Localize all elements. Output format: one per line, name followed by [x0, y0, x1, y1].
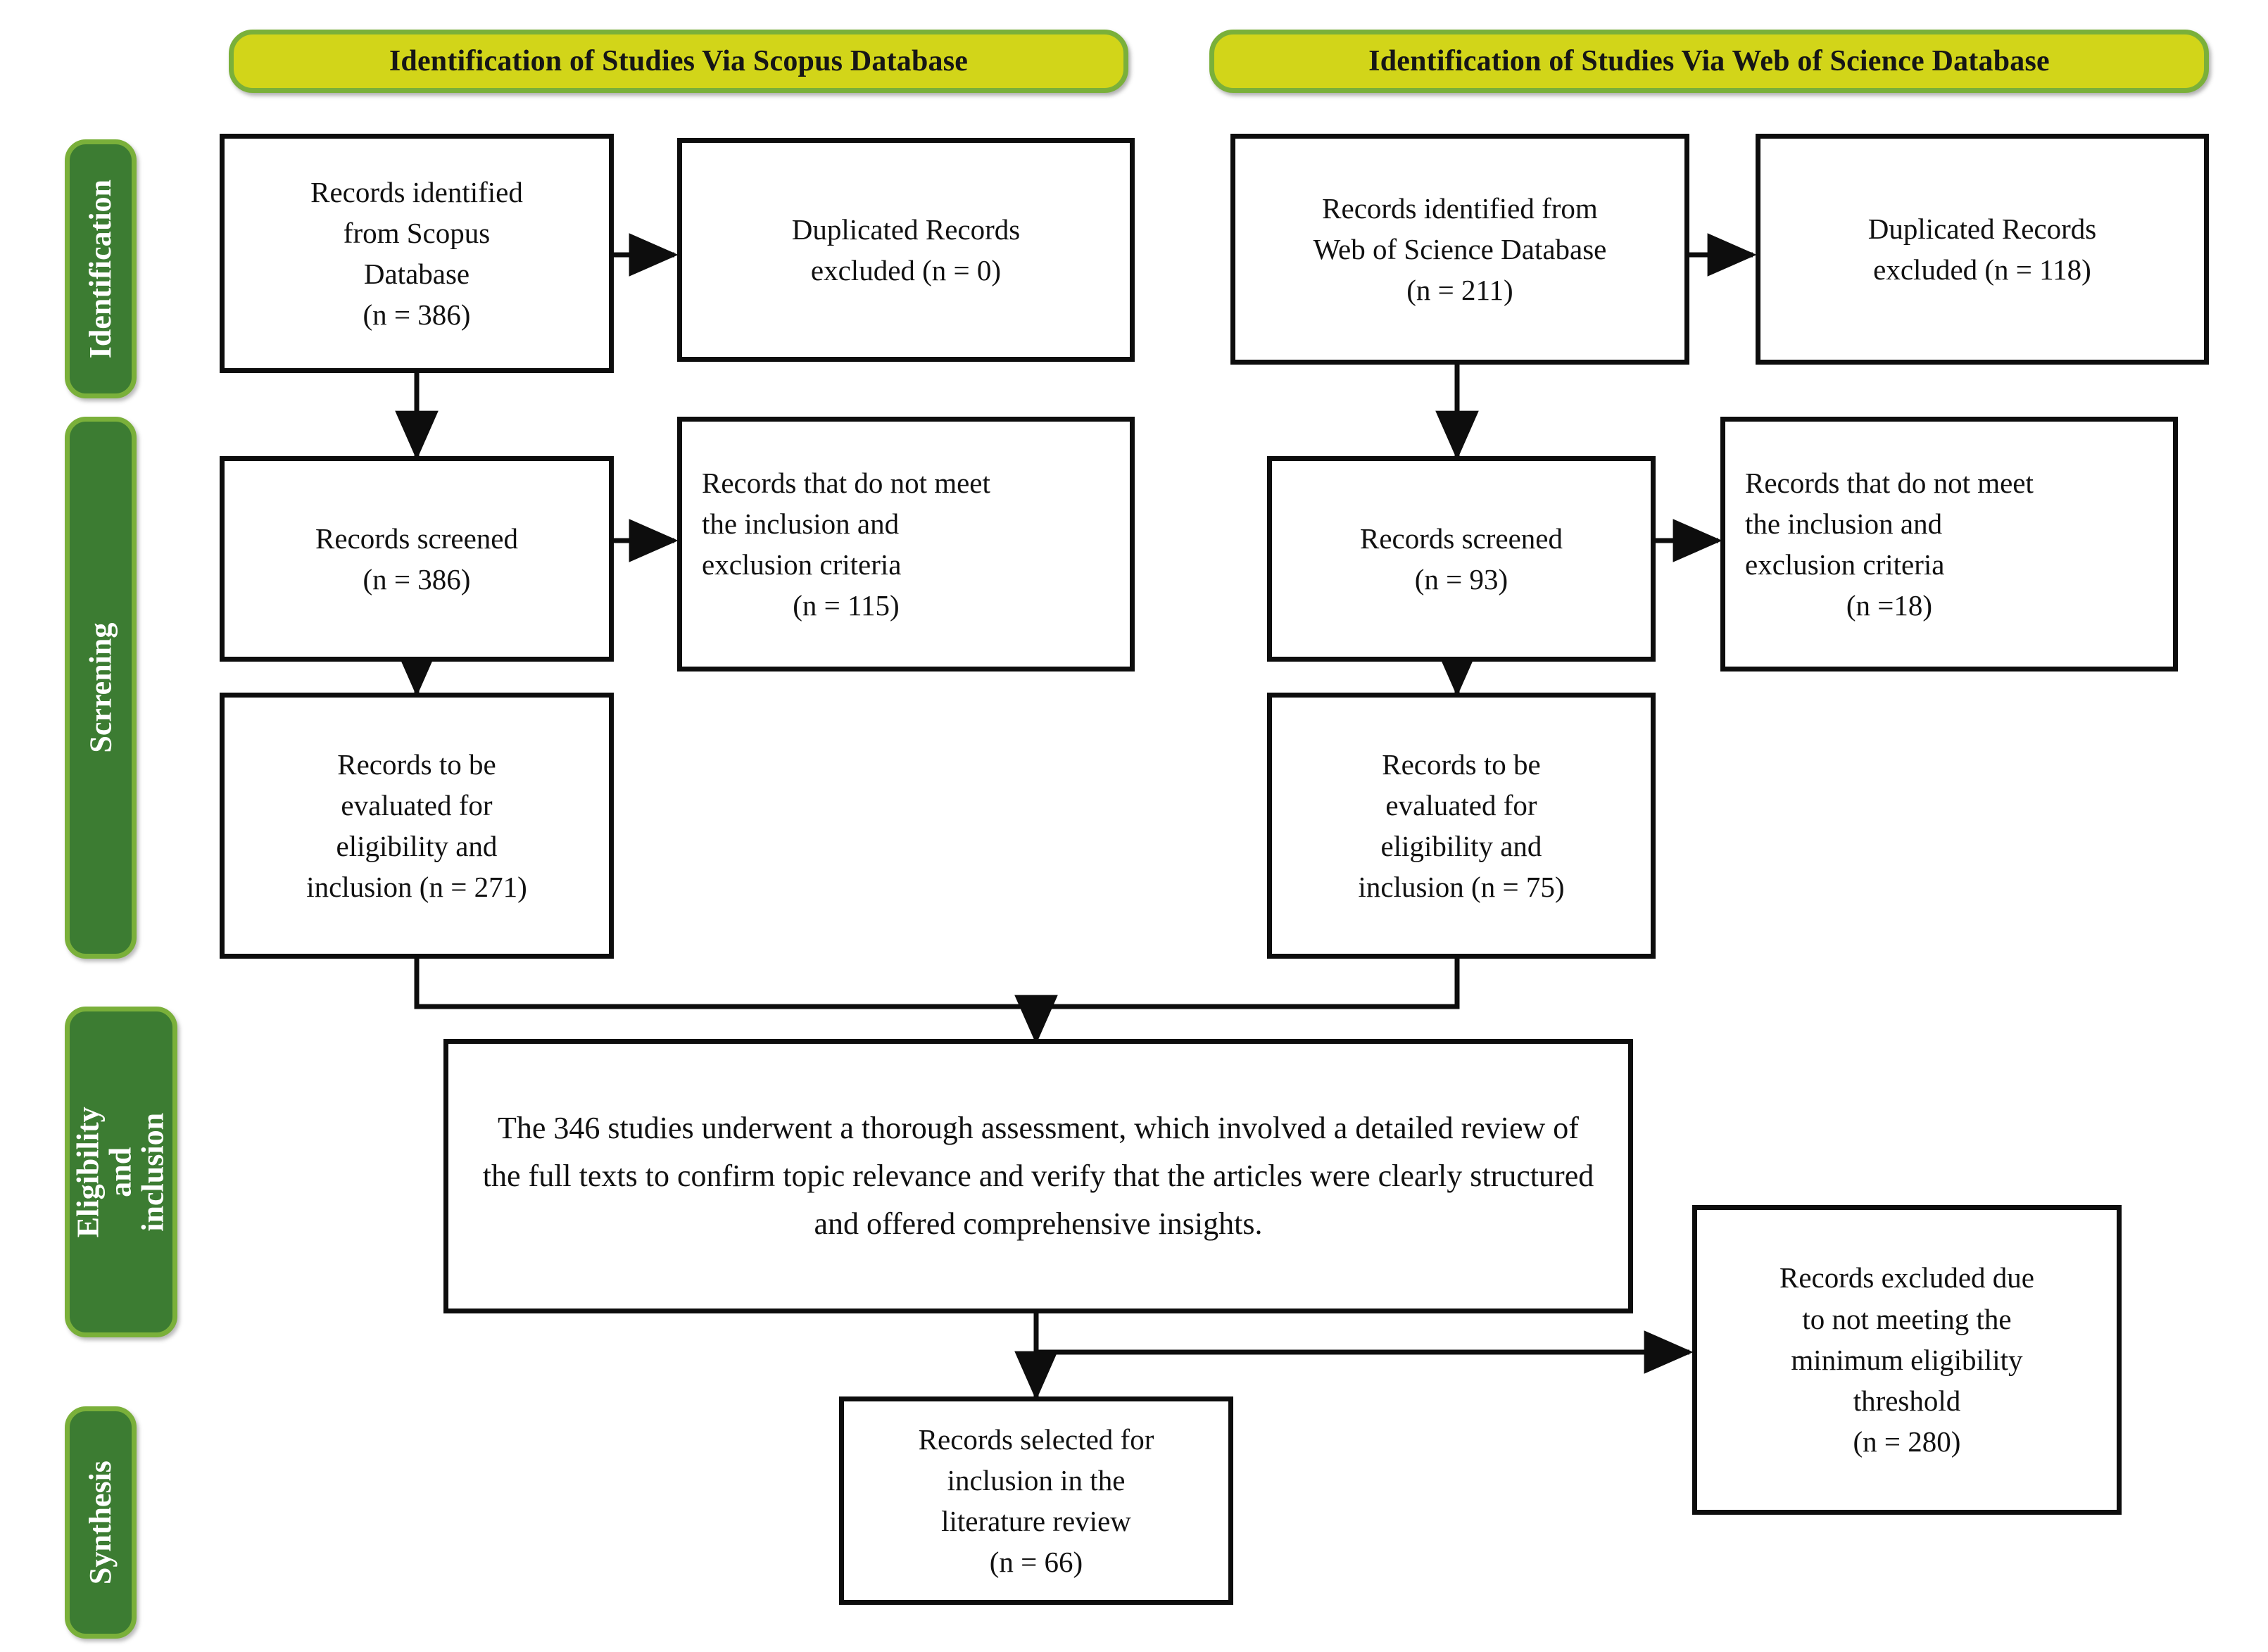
- node-line: exclusion criteria: [1745, 548, 1945, 581]
- node-line: inclusion (n = 75): [1358, 871, 1565, 904]
- node-line: Records screened: [1359, 522, 1563, 555]
- stage-tab-screening: Scrrening: [65, 417, 137, 959]
- node-line: evaluated for: [1385, 788, 1537, 821]
- stage-tab-identification-label: Identification: [82, 179, 118, 359]
- stage-tab-eligibility-label: Eligibility and inclusion: [70, 1106, 171, 1237]
- node-line: (n = 93): [1414, 563, 1508, 595]
- node-line: evaluated for: [341, 788, 493, 821]
- node-line: excluded (n = 118): [1873, 253, 2091, 286]
- node-wos-excluded-criteria: Records that do not meet the inclusion a…: [1720, 417, 2178, 671]
- node-line: Duplicated Records: [791, 213, 1021, 246]
- node-scopus-excluded-criteria: Records that do not meet the inclusion a…: [677, 417, 1135, 671]
- node-line: (n = 66): [989, 1546, 1083, 1579]
- node-line: Duplicated Records: [1867, 212, 2097, 245]
- node-line: exclusion criteria: [702, 548, 902, 581]
- node-line: (n = 280): [1853, 1425, 1961, 1458]
- node-line: (n = 386): [363, 298, 471, 332]
- banner-scopus-label: Identification of Studies Via Scopus Dat…: [389, 45, 969, 77]
- node-scopus-eligible: Records to be evaluated for eligibility …: [220, 693, 614, 959]
- node-line: Records excluded due: [1779, 1261, 2035, 1294]
- node-line: Records selected for: [918, 1423, 1154, 1456]
- node-final-included-text: Records selected for inclusion in the li…: [919, 1419, 1154, 1583]
- node-line: inclusion in the: [947, 1463, 1126, 1496]
- banner-scopus: Identification of Studies Via Scopus Dat…: [229, 30, 1128, 93]
- node-excluded-threshold-text: Records excluded due to not meeting the …: [1779, 1257, 2034, 1462]
- node-line: to not meeting the: [1802, 1302, 2012, 1335]
- stage-tab-synthesis: Synthesis: [65, 1406, 137, 1639]
- stage-tab-eligibility: Eligibility and inclusion: [65, 1007, 177, 1337]
- node-scopus-excluded-criteria-text: Records that do not meet the inclusion a…: [702, 462, 990, 626]
- node-final-included: Records selected for inclusion in the li…: [839, 1396, 1233, 1605]
- node-wos-excluded-criteria-text: Records that do not meet the inclusion a…: [1745, 462, 2034, 626]
- node-scopus-screened-text: Records screened (n = 386): [315, 518, 518, 600]
- node-wos-screened-text: Records screened (n = 93): [1360, 518, 1563, 600]
- node-wos-duplicates-text: Duplicated Records excluded (n = 118): [1868, 208, 2096, 290]
- node-line: the inclusion and: [702, 507, 900, 540]
- node-scopus-identified-text: Records identified from Scopus Database …: [310, 172, 523, 336]
- node-line: Database: [363, 258, 470, 290]
- node-line: inclusion (n = 271): [306, 871, 527, 904]
- node-line: (n = 386): [363, 563, 471, 595]
- node-scopus-duplicates: Duplicated Records excluded (n = 0): [677, 138, 1135, 362]
- banner-web-of-science: Identification of Studies Via Web of Sci…: [1209, 30, 2209, 93]
- stage-tab-synthesis-label: Synthesis: [82, 1460, 118, 1585]
- node-wos-identified-text: Records identified from Web of Science D…: [1313, 188, 1607, 311]
- node-line: (n = 211): [1406, 274, 1513, 307]
- node-line: Records identified: [310, 175, 523, 208]
- node-line: Records screened: [315, 522, 518, 555]
- node-assessment-text: The 346 studies underwent a thorough ass…: [482, 1110, 1594, 1242]
- node-excluded-threshold: Records excluded due to not meeting the …: [1692, 1205, 2122, 1515]
- node-wos-duplicates: Duplicated Records excluded (n = 118): [1756, 134, 2209, 365]
- node-assessment: The 346 studies underwent a thorough ass…: [443, 1039, 1633, 1313]
- node-wos-identified: Records identified from Web of Science D…: [1230, 134, 1689, 365]
- node-count-line: (n =18): [1846, 589, 1933, 622]
- node-line: from Scopus: [343, 216, 491, 249]
- node-line: Records identified from: [1322, 191, 1598, 225]
- banner-web-of-science-label: Identification of Studies Via Web of Sci…: [1368, 45, 2050, 77]
- node-wos-eligible: Records to be evaluated for eligibility …: [1267, 693, 1656, 959]
- node-scopus-eligible-text: Records to be evaluated for eligibility …: [306, 744, 527, 908]
- node-line: eligibility and: [336, 830, 498, 862]
- node-line: Records that do not meet: [702, 466, 990, 499]
- merge-scopus-branch: [414, 959, 1036, 1009]
- stage-tab-identification: Identification: [65, 139, 137, 398]
- node-wos-eligible-text: Records to be evaluated for eligibility …: [1358, 744, 1564, 908]
- node-scopus-screened: Records screened (n = 386): [220, 456, 614, 662]
- node-line: Web of Science Database: [1313, 232, 1607, 265]
- node-line: excluded (n = 0): [810, 254, 1002, 286]
- merge-wos-branch: [1036, 959, 1460, 1009]
- node-count-line: (n = 115): [793, 589, 900, 622]
- node-line: the inclusion and: [1745, 507, 1943, 540]
- node-line: eligibility and: [1380, 830, 1542, 862]
- stage-tab-screening-label: Scrrening: [82, 622, 118, 753]
- node-wos-screened: Records screened (n = 93): [1267, 456, 1656, 662]
- node-line: minimum eligibility: [1791, 1343, 2023, 1376]
- node-scopus-duplicates-text: Duplicated Records excluded (n = 0): [792, 209, 1020, 291]
- node-line: Records to be: [1382, 748, 1541, 781]
- node-line: Records that do not meet: [1745, 466, 2034, 499]
- node-line: literature review: [941, 1505, 1131, 1537]
- node-line: threshold: [1853, 1385, 1961, 1418]
- node-line: Records to be: [337, 748, 496, 781]
- node-scopus-identified: Records identified from Scopus Database …: [220, 134, 614, 373]
